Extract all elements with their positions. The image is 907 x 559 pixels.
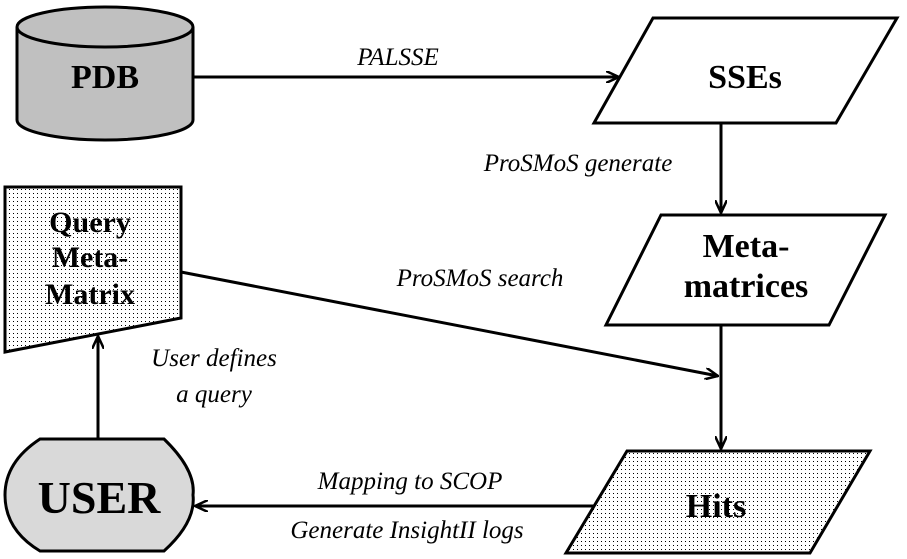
hits-parallelogram [563, 449, 873, 555]
pdb-label: PDB [71, 59, 139, 96]
edge-label-prosmos-search: ProSMoS search [396, 265, 564, 292]
pdb-cylinder-top [15, 5, 195, 49]
sses-label: SSEs [708, 59, 782, 96]
query-manual-input-shape [3, 185, 183, 354]
metamatrices-node: Meta- matrices [603, 213, 888, 327]
edge-label-prosmos-generate: ProSMoS generate [483, 150, 673, 177]
metamatrices-parallelogram [603, 213, 888, 327]
edge-label-mapping-to-scop: Mapping to SCOP [317, 468, 503, 495]
pdb-node: PDB [15, 5, 195, 142]
edge-label-palsse: PALSSE [356, 44, 439, 71]
edge-label-user-defines: User defines [151, 345, 277, 372]
sses-parallelogram [591, 16, 900, 125]
edge-query-to-hits [180, 270, 718, 376]
user-node: USER [3, 437, 195, 553]
metamatrices-label-line2: matrices [684, 268, 809, 305]
hits-label: Hits [686, 488, 746, 525]
hits-node: Hits [563, 449, 873, 555]
query-label-line2: Meta- [52, 241, 129, 274]
edge-label-generate-insightii-logs: Generate InsightII logs [290, 517, 523, 544]
pdb-cylinder-body [15, 27, 195, 142]
query-metamatrix-node: Query Meta- Matrix [3, 185, 183, 354]
query-label-line1: Query [49, 206, 131, 239]
user-label: USER [38, 472, 161, 523]
edge-label-a-query: a query [176, 381, 253, 408]
query-label-line3: Matrix [45, 278, 135, 311]
sses-node: SSEs [591, 16, 900, 125]
user-display-shape [3, 437, 195, 553]
metamatrices-label-line1: Meta- [703, 228, 790, 265]
